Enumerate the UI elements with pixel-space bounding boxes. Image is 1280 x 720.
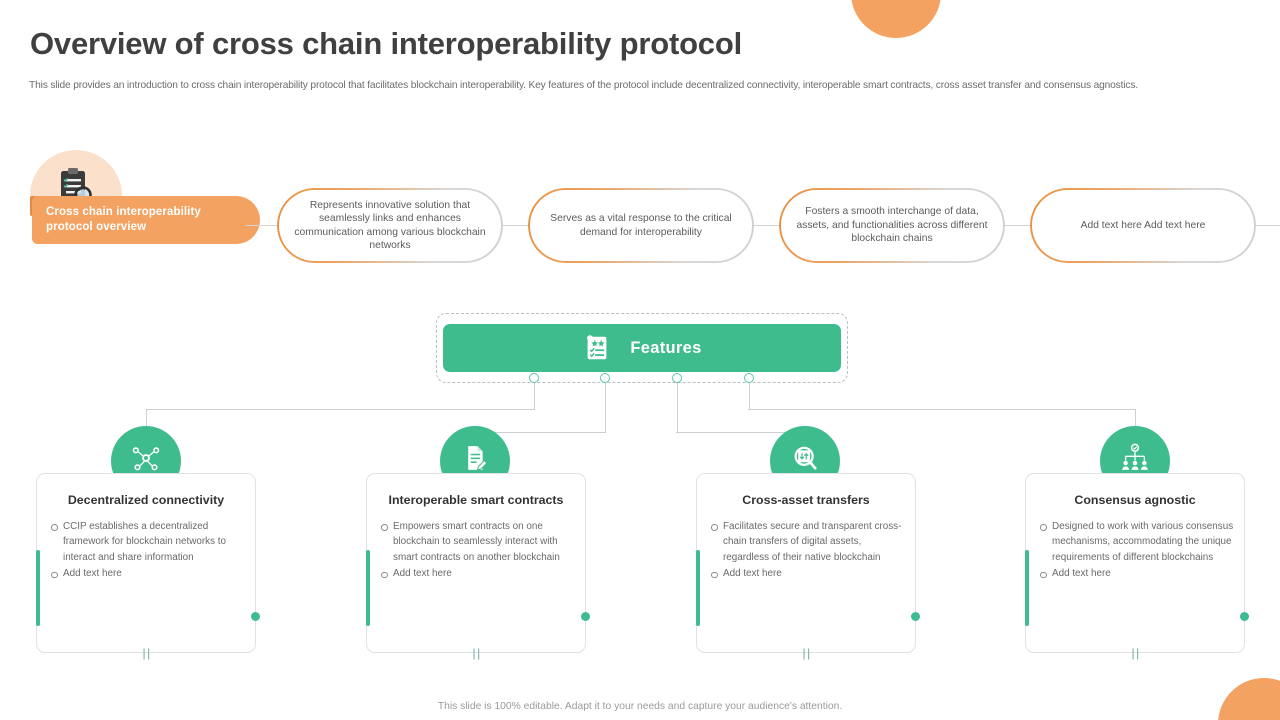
list-item: Designed to work with various consensus …	[1040, 519, 1234, 567]
feature-card-2-title: Interoperable smart contracts	[388, 493, 564, 507]
list-item: Add text here	[711, 566, 905, 582]
list-item: Add text here	[381, 566, 575, 582]
feature-card-3-title: Cross-asset transfers	[742, 493, 870, 507]
feature-card-2-dot	[580, 612, 590, 621]
feature-card-2-tick: ||	[472, 646, 482, 660]
overview-pill-1[interactable]: Represents innovative solution that seam…	[277, 188, 503, 263]
pill-connector-4	[1250, 225, 1280, 226]
pill-connector-1	[497, 225, 529, 226]
feature-card-3[interactable]: Cross-asset transfers Facilitates secure…	[696, 473, 920, 659]
feature-card-3-tick: ||	[802, 646, 812, 660]
list-item: Add text here	[51, 566, 245, 582]
connector-dot-2	[600, 373, 610, 383]
feature-card-4-dot	[1239, 612, 1249, 621]
pill-connector-3	[999, 225, 1031, 226]
feature-card-4-title: Consensus agnostic	[1074, 493, 1196, 507]
feature-card-1-dot	[250, 612, 260, 621]
overview-pill-2-text: Serves as a vital response to the critic…	[550, 213, 732, 238]
page-subtitle: This slide provides an introduction to c…	[29, 80, 1138, 91]
feature-card-4-tick: ||	[1131, 646, 1141, 660]
feature-card-3-dot	[910, 612, 920, 621]
feature-card-2[interactable]: Interoperable smart contracts Empowers s…	[366, 473, 590, 659]
page-title: Overview of cross chain interoperability…	[30, 26, 742, 61]
features-banner[interactable]: Features	[443, 324, 841, 372]
connector-dot-4	[744, 373, 754, 383]
transfer-magnifier-icon	[794, 446, 817, 470]
overview-row: Cross chain interoperability protocol ov…	[0, 150, 1280, 280]
checklist-stars-icon	[587, 335, 607, 360]
feature-card-3-accent	[696, 550, 700, 626]
connector-line-2-h	[475, 432, 605, 434]
connector-line-4-h	[748, 409, 1136, 411]
contract-document-icon	[468, 446, 488, 471]
connector-line-1-v1	[533, 383, 535, 410]
feature-card-4-list: Designed to work with various consensus …	[1026, 519, 1244, 583]
overview-badge[interactable]: Cross chain interoperability protocol ov…	[30, 150, 270, 270]
feature-card-1-accent	[36, 550, 40, 626]
overview-pill-4[interactable]: Add text here Add text here	[1030, 188, 1256, 263]
feature-card-1[interactable]: Decentralized connectivity CCIP establis…	[36, 473, 260, 659]
org-hierarchy-icon	[1122, 443, 1148, 470]
connector-line-3-h	[676, 432, 806, 434]
features-banner-outline	[436, 313, 848, 383]
connector-line-4-v1	[748, 383, 750, 410]
network-nodes-icon	[132, 447, 160, 471]
overview-pill-4-text: Add text here Add text here	[1080, 219, 1206, 231]
feature-card-1-list: CCIP establishes a decentralized framewo…	[37, 519, 255, 583]
features-label: Features	[630, 338, 702, 357]
overview-pill-3-text: Fosters a smooth interchange of data, as…	[796, 206, 988, 245]
connector-line-2-v1	[604, 383, 606, 433]
list-item: CCIP establishes a decentralized framewo…	[51, 519, 245, 567]
feature-card-3-list: Facilitates secure and transparent cross…	[697, 519, 915, 583]
feature-card-4-accent	[1025, 550, 1029, 626]
feature-card-2-accent	[366, 550, 370, 626]
feature-card-1-title: Decentralized connectivity	[67, 493, 225, 507]
list-item: Facilitates secure and transparent cross…	[711, 519, 905, 567]
connector-line-3-v1	[676, 383, 678, 433]
decorative-circle-bottom-right	[1218, 678, 1280, 720]
overview-pill-3[interactable]: Fosters a smooth interchange of data, as…	[779, 188, 1005, 263]
decorative-circle-top-right	[851, 0, 941, 38]
connector-dot-1	[529, 373, 539, 383]
pill-connector-2	[748, 225, 780, 226]
overview-pill-1-text: Represents innovative solution that seam…	[294, 199, 486, 252]
list-item: Add text here	[1040, 566, 1234, 582]
connector-dot-3	[672, 373, 682, 383]
overview-pill-2[interactable]: Serves as a vital response to the critic…	[528, 188, 754, 263]
feature-card-4[interactable]: Consensus agnostic Designed to work with…	[1025, 473, 1249, 659]
feature-card-1-tick: ||	[142, 646, 152, 660]
pill-connector-0	[246, 225, 282, 226]
list-item: Empowers smart contracts on one blockcha…	[381, 519, 575, 567]
badge-label: Cross chain interoperability protocol ov…	[46, 206, 201, 233]
footer-note: This slide is 100% editable. Adapt it to…	[437, 701, 843, 712]
feature-card-2-list: Empowers smart contracts on one blockcha…	[367, 519, 585, 583]
badge-pill[interactable]: Cross chain interoperability protocol ov…	[32, 196, 260, 244]
connector-line-1-h	[146, 409, 534, 411]
